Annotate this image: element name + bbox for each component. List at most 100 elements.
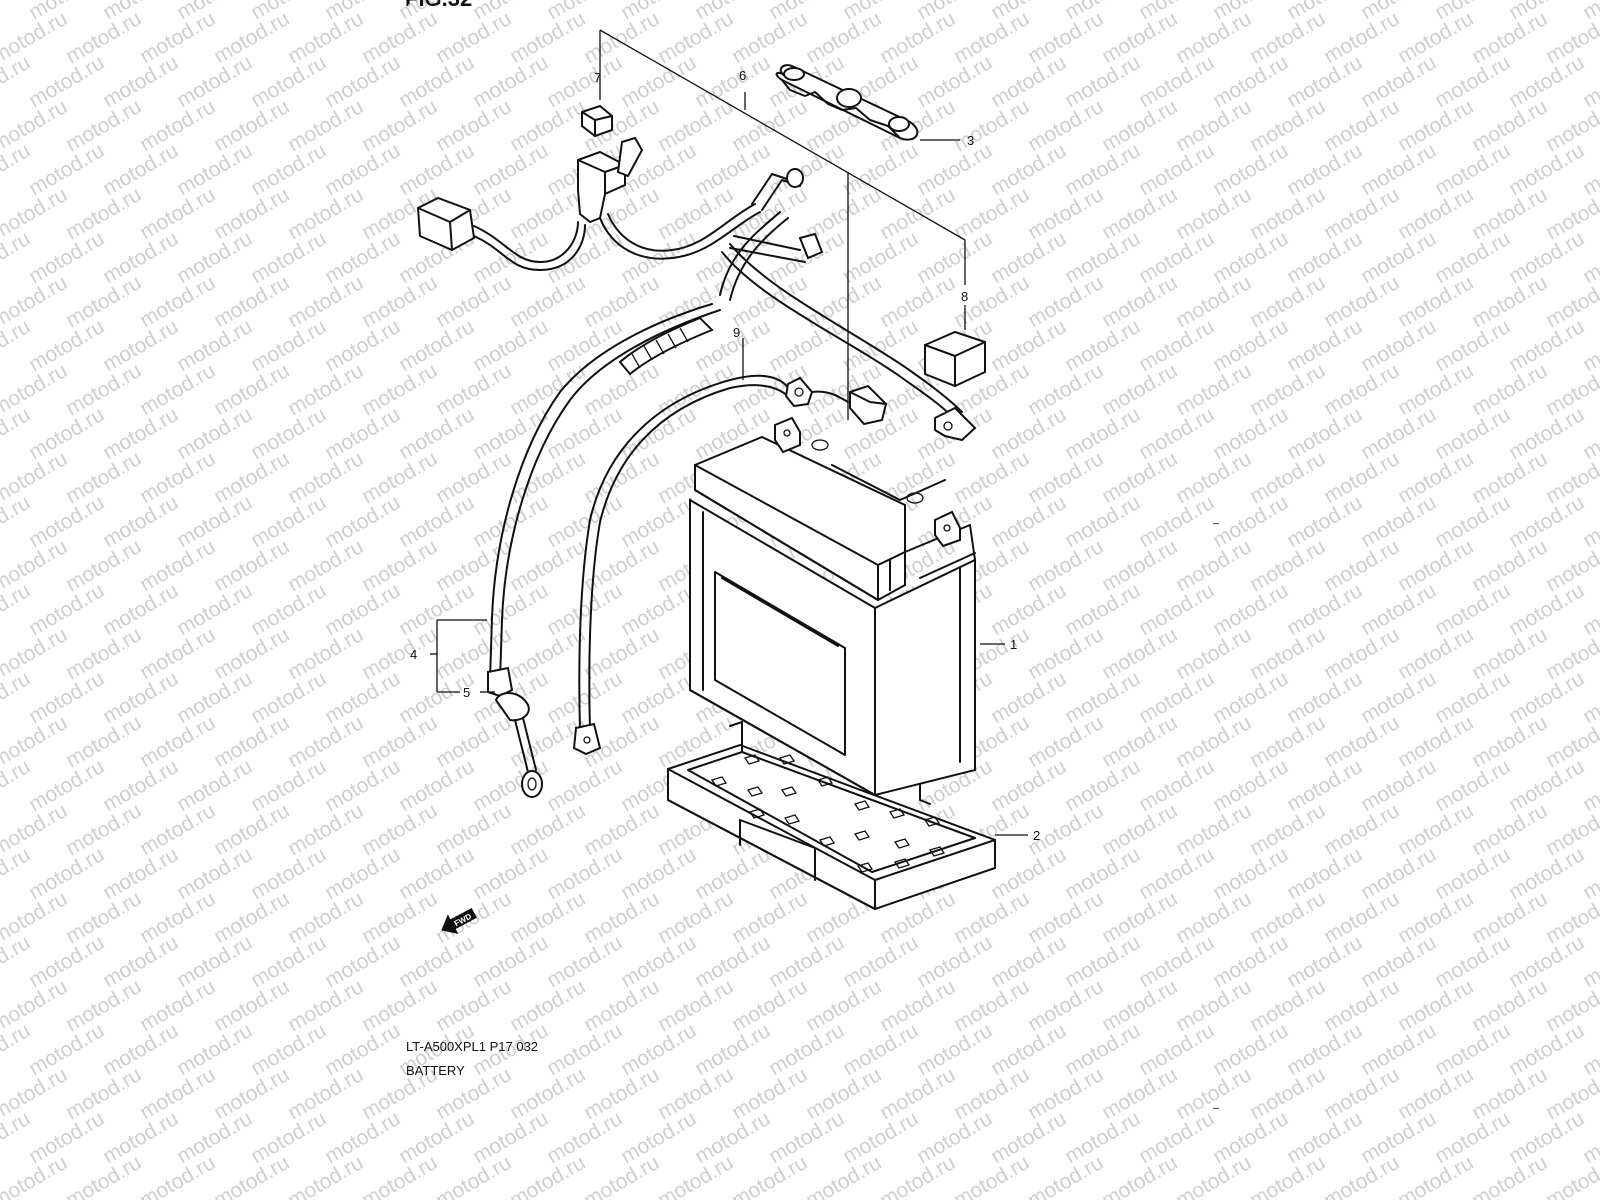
- watermark-text: motod.ru: [136, 183, 219, 244]
- watermark-text: motod.ru: [987, 139, 1070, 200]
- watermark-text: motod.ru: [1357, 843, 1440, 904]
- watermark-text: motod.ru: [136, 623, 219, 684]
- watermark-text: motod.ru: [913, 51, 996, 112]
- watermark-text: motod.ru: [728, 887, 811, 948]
- watermark-text: motod.ru: [25, 491, 108, 552]
- watermark-text: motod.ru: [728, 95, 811, 156]
- watermark-text: motod.ru: [506, 975, 589, 1036]
- watermark-text: motod.ru: [247, 139, 330, 200]
- watermark-text: motod.ru: [358, 95, 441, 156]
- watermark-text: motod.ru: [1209, 931, 1292, 992]
- watermark-text: motod.ru: [1246, 887, 1329, 948]
- watermark-text: motod.ru: [321, 51, 404, 112]
- watermark-text: motod.ru: [580, 447, 663, 508]
- watermark-text: motod.ru: [321, 755, 404, 816]
- watermark-text: motod.ru: [1283, 1107, 1366, 1168]
- watermark-text: motod.ru: [99, 931, 182, 992]
- watermark-text: motod.ru: [580, 623, 663, 684]
- watermark-text: motod.ru: [395, 51, 478, 112]
- watermark-text: motod.ru: [247, 227, 330, 288]
- watermark-text: motod.ru: [617, 931, 700, 992]
- watermark-text: motod.ru: [1098, 975, 1181, 1036]
- watermark-text: motod.ru: [210, 1063, 293, 1124]
- watermark-text: motod.ru: [321, 579, 404, 640]
- watermark-text: motod.ru: [469, 1107, 552, 1168]
- watermark-text: motod.ru: [432, 95, 515, 156]
- watermark-text: motod.ru: [1320, 1063, 1403, 1124]
- watermark-text: motod.ru: [1024, 535, 1107, 596]
- watermark-text: motod.ru: [1209, 139, 1292, 200]
- watermark-text: motod.ru: [0, 1019, 34, 1080]
- watermark-text: motod.ru: [987, 315, 1070, 376]
- watermark-text: motod.ru: [0, 667, 34, 728]
- watermark-text: motod.ru: [1246, 799, 1329, 860]
- watermark-text: motod.ru: [284, 271, 367, 332]
- callout-6: 6: [739, 68, 746, 83]
- watermark-text: motod.ru: [99, 315, 182, 376]
- watermark-text: motod.ru: [950, 183, 1033, 244]
- watermark-text: motod.ru: [136, 7, 219, 68]
- watermark-text: motod.ru: [802, 1063, 885, 1124]
- watermark-text: motod.ru: [1061, 931, 1144, 992]
- watermark-text: motod.ru: [950, 975, 1033, 1036]
- watermark-text: motod.ru: [876, 183, 959, 244]
- watermark-text: motod.ru: [247, 843, 330, 904]
- watermark-text: motod.ru: [1135, 1019, 1218, 1080]
- watermark-text: motod.ru: [1172, 535, 1255, 596]
- watermark-text: motod.ru: [395, 1107, 478, 1168]
- watermark-text: motod.ru: [210, 975, 293, 1036]
- watermark-text: motod.ru: [1098, 711, 1181, 772]
- watermark-text: motod.ru: [1320, 623, 1403, 684]
- watermark-text: motod.ru: [1061, 1107, 1144, 1168]
- watermark-text: motod.ru: [1320, 359, 1403, 420]
- watermark-text: motod.ru: [247, 579, 330, 640]
- watermark-text: motod.ru: [432, 7, 515, 68]
- watermark-text: motod.ru: [136, 799, 219, 860]
- watermark-text: motod.ru: [1320, 183, 1403, 244]
- watermark-text: motod.ru: [432, 447, 515, 508]
- callouts: 1 2 3 4 5 6 7 8 9: [410, 68, 1040, 843]
- battery-band: [775, 64, 919, 141]
- watermark-text: motod.ru: [1505, 491, 1588, 552]
- watermark-text: motod.ru: [0, 755, 34, 816]
- watermark-text: motod.ru: [321, 403, 404, 464]
- watermark-text: motod.ru: [395, 315, 478, 376]
- fuse-cover: [924, 330, 986, 388]
- watermark-text: motod.ru: [1246, 447, 1329, 508]
- watermark-text: motod.ru: [1505, 931, 1588, 992]
- watermark-text: motod.ru: [1024, 887, 1107, 948]
- watermark-text: motod.ru: [1135, 227, 1218, 288]
- watermark-text: motod.ru: [469, 139, 552, 200]
- watermark-text: motod.ru: [284, 887, 367, 948]
- watermark-text: motod.ru: [1431, 579, 1514, 640]
- watermark-text: motod.ru: [1505, 51, 1588, 112]
- watermark-text: motod.ru: [1209, 315, 1292, 376]
- callout-1: 1: [1010, 637, 1017, 652]
- watermark-text: motod.ru: [506, 1063, 589, 1124]
- watermark-text: motod.ru: [1505, 227, 1588, 288]
- watermark-text: motod.ru: [99, 1019, 182, 1080]
- callout-4: 4: [410, 647, 417, 662]
- watermark-text: motod.ru: [1135, 1107, 1218, 1168]
- watermark-text: motod.ru: [1283, 403, 1366, 464]
- watermark-text: motod.ru: [284, 975, 367, 1036]
- watermark-text: motod.ru: [1431, 1019, 1514, 1080]
- watermark-text: motod.ru: [876, 7, 959, 68]
- watermark-text: motod.ru: [580, 359, 663, 420]
- watermark-text: motod.ru: [247, 667, 330, 728]
- watermark-text: motod.ru: [580, 799, 663, 860]
- watermark-text: motod.ru: [506, 887, 589, 948]
- watermark-text: motod.ru: [1357, 579, 1440, 640]
- watermark-text: motod.ru: [1098, 447, 1181, 508]
- watermark-text: motod.ru: [1098, 1063, 1181, 1124]
- watermark-text: motod.ru: [1024, 95, 1107, 156]
- watermark-text: motod.ru: [617, 579, 700, 640]
- watermark-text: motod.ru: [62, 535, 145, 596]
- watermark-text: motod.ru: [1579, 667, 1600, 728]
- watermark-text: motod.ru: [247, 1107, 330, 1168]
- watermark-text: motod.ru: [1505, 139, 1588, 200]
- watermark-text: motod.ru: [173, 667, 256, 728]
- watermark-text: motod.ru: [395, 491, 478, 552]
- watermark-text: motod.ru: [0, 51, 34, 112]
- watermark-text: motod.ru: [1209, 51, 1292, 112]
